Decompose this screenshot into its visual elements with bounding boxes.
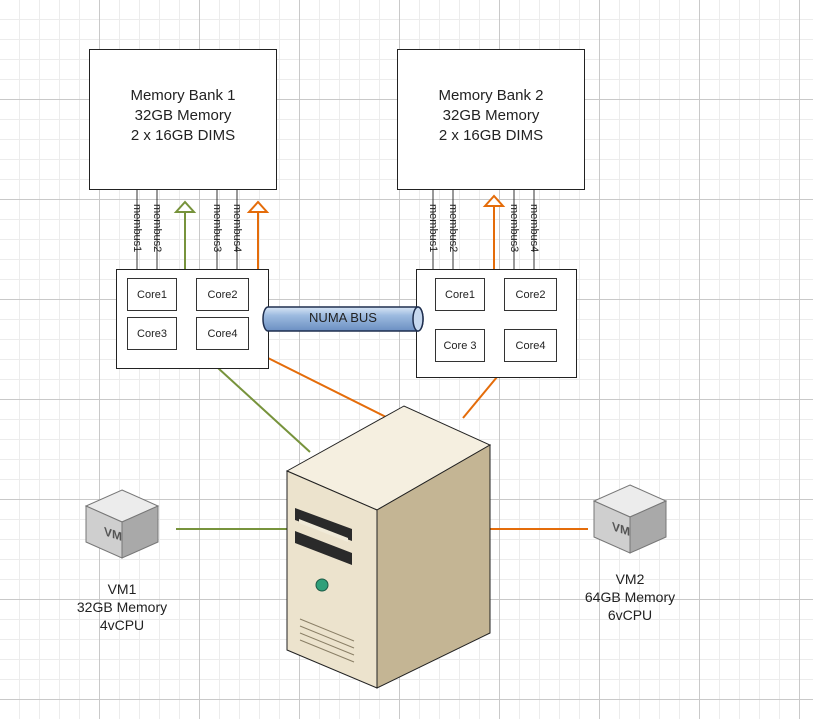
green-connector xyxy=(217,367,311,453)
numa-bus-label: NUMA BUS xyxy=(309,310,377,325)
orange-connector xyxy=(267,357,393,421)
numa-bus: NUMA BUS xyxy=(262,305,424,333)
vm-icon-text: VM xyxy=(104,524,122,543)
vm-name: VM1 xyxy=(107,581,137,597)
core-box: Core 3 xyxy=(435,329,485,362)
core-box: Core2 xyxy=(196,278,249,311)
memory-bank-title: Memory Bank 1 xyxy=(130,87,236,104)
memory-bank-dims: 2 x 16GB DIMS xyxy=(130,127,236,144)
cpu-socket-2: Core1 Core2 Core 3 Core4 xyxy=(416,269,577,378)
cpu-socket-1: Core1 Core2 Core3 Core4 xyxy=(116,269,269,369)
vm-memory: 64GB Memory xyxy=(584,589,676,605)
green-arrow-head xyxy=(173,200,197,213)
vm2-label: VM2 64GB Memory 6vCPU xyxy=(560,570,700,624)
core-box: Core4 xyxy=(196,317,249,350)
vm-memory: 32GB Memory xyxy=(76,599,168,615)
membus-label: membus3 xyxy=(508,204,520,253)
core-box: Core1 xyxy=(435,278,485,311)
vm-name: VM2 xyxy=(615,571,645,587)
membus-label: membus1 xyxy=(427,204,439,253)
vm-icon-text: VM xyxy=(612,519,630,538)
membus-label: membus2 xyxy=(151,204,163,253)
memory-bank-size: 32GB Memory xyxy=(442,107,540,124)
membus-label: membus1 xyxy=(131,204,143,253)
vm-cpu: 4vCPU xyxy=(99,617,145,633)
orange-arrow-head xyxy=(482,194,506,207)
numa-bus-shape xyxy=(262,306,424,332)
core-box: Core1 xyxy=(127,278,177,311)
vm-cube-icon: VM xyxy=(590,483,670,555)
core-box: Core3 xyxy=(127,317,177,350)
memory-bank-size: 32GB Memory xyxy=(134,107,232,124)
membus-label: membus2 xyxy=(447,204,459,253)
orange-arrow-head xyxy=(246,200,270,213)
vm-cpu: 6vCPU xyxy=(607,607,653,623)
memory-bank-1: Memory Bank 1 32GB Memory 2 x 16GB DIMS xyxy=(89,49,277,190)
vm1-label: VM1 32GB Memory 4vCPU xyxy=(52,580,192,634)
memory-bank-title: Memory Bank 2 xyxy=(438,87,544,104)
server-icon xyxy=(282,405,492,690)
memory-bank-2: Memory Bank 2 32GB Memory 2 x 16GB DIMS xyxy=(397,49,585,190)
vm-cube-icon: VM xyxy=(82,488,162,560)
membus-label: membus3 xyxy=(211,204,223,253)
memory-bank-dims: 2 x 16GB DIMS xyxy=(438,127,544,144)
orange-connector xyxy=(462,376,498,419)
membus-label: membus4 xyxy=(528,204,540,253)
membus-label: membus4 xyxy=(231,204,243,253)
core-box: Core4 xyxy=(504,329,557,362)
core-box: Core2 xyxy=(504,278,557,311)
